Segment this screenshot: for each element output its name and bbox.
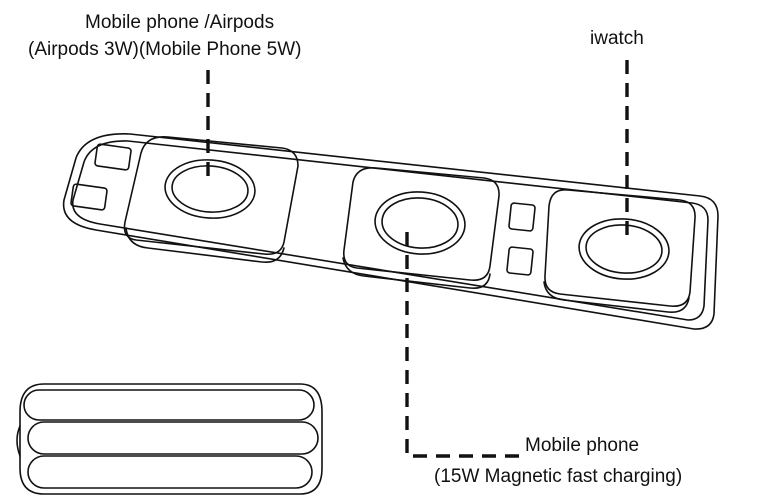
coil-mobile-phone-outer — [374, 191, 466, 255]
label-mobile-phone-title: Mobile phone — [525, 435, 640, 456]
pad-mobile-phone — [342, 166, 500, 282]
folded-segment-top — [23, 389, 315, 421]
side-button-top — [94, 143, 132, 171]
coil-iwatch-inner — [585, 224, 663, 274]
coil-phone-airpods-inner — [171, 165, 249, 213]
pad-iwatch-edge — [543, 281, 690, 314]
pad-phone-airpods-edge — [125, 227, 285, 264]
folded-hinge — [16, 425, 21, 457]
pad-phone-airpods — [123, 136, 299, 256]
folded-view — [16, 383, 323, 495]
pad-mobile-phone-edge — [342, 257, 491, 290]
label-iwatch: iwatch — [590, 28, 644, 49]
leader-mobile-phone — [405, 232, 520, 458]
coil-mobile-phone-inner — [381, 197, 459, 249]
folded-outer-shell — [19, 383, 323, 495]
coil-phone-airpods-outer — [164, 159, 256, 219]
middle-button-top — [508, 202, 536, 232]
label-phone-airpods-power: (Airpods 3W)(Mobile Phone 5W) — [28, 39, 302, 60]
coil-iwatch-outer — [578, 218, 670, 280]
folded-segment-middle — [27, 421, 319, 455]
pad-iwatch — [544, 189, 696, 308]
label-phone-airpods-title: Mobile phone /Airpods — [85, 12, 275, 33]
middle-button-bottom — [506, 246, 534, 276]
side-button-bottom — [70, 183, 108, 211]
folded-segment-bottom — [27, 455, 313, 489]
charger-base-inner-edge — [71, 140, 709, 321]
label-mobile-phone-power: (15W Magnetic fast charging) — [434, 466, 683, 487]
